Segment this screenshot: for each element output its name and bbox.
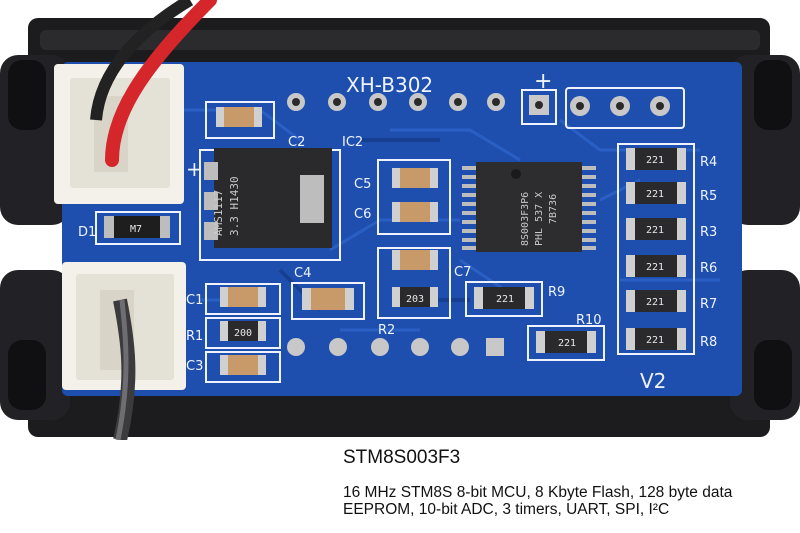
capacitors [205, 101, 451, 383]
label-c1: C1 [186, 293, 203, 308]
mcu-code: 7B736 [548, 194, 559, 224]
plus-sign: + [534, 69, 552, 94]
resistor-code: 221 [646, 189, 664, 200]
voltage-regulator [199, 148, 341, 261]
resistor-code: 221 [646, 297, 664, 308]
resistor-code: 221 [646, 155, 664, 166]
connector-pads-bottom [287, 338, 504, 356]
enclosure [0, 18, 800, 437]
caption-line-2: EEPROM, 10-bit ADC, 3 timers, UART, SPI,… [343, 501, 670, 518]
regulator-marking-1: AMS1117 [212, 190, 225, 236]
label-r8: R8 [700, 335, 717, 350]
label-c4: C4 [294, 266, 311, 281]
label-r2: R2 [378, 323, 395, 338]
polarity-plus: + [186, 157, 203, 181]
resistor-code: 221 [558, 338, 576, 349]
mcu-chip [462, 162, 596, 252]
wires [90, 0, 217, 440]
mcu-marking-1: 8S003F3P6 [520, 192, 531, 246]
connector-label: XH-B302 [346, 73, 433, 97]
label-r1: R1 [186, 329, 203, 344]
component-markings: AMS1117 3.3 H1430 8S003F3P6 PHL 537 X 7B… [130, 155, 664, 349]
label-r5: R5 [700, 189, 717, 204]
label-r6: R6 [700, 261, 717, 276]
label-r9: R9 [548, 285, 565, 300]
label-c2: C2 [288, 135, 305, 150]
diode [95, 211, 181, 245]
caption-title: STM8S003F3 [343, 447, 461, 468]
board-photo: XH-B302 + + C2 IC2 C5 C6 C7 C4 C1 R1 C3 … [0, 0, 800, 440]
silkscreen-labels: XH-B302 + + C2 IC2 C5 C6 C7 C4 C1 R1 C3 … [78, 69, 717, 393]
label-c7: C7 [454, 265, 471, 280]
connector-pads-top [287, 87, 685, 129]
resistor-code: 221 [496, 294, 514, 305]
label-d1: D1 [78, 225, 96, 240]
cap-code: 203 [406, 294, 424, 305]
caption-line-1: 16 MHz STM8S 8-bit MCU, 8 Kbyte Flash, 1… [343, 484, 733, 501]
resistor-code: 221 [646, 225, 664, 236]
label-c6: C6 [354, 207, 371, 222]
label-r7: R7 [700, 297, 717, 312]
diode-marking: M7 [130, 224, 142, 235]
label-ic2: IC2 [342, 135, 363, 150]
label-r4: R4 [700, 155, 717, 170]
resistor-code: 221 [646, 335, 664, 346]
label-r3: R3 [700, 225, 717, 240]
regulator-marking-2: 3.3 H1430 [228, 176, 241, 236]
mcu-marking-2: PHL 537 X [534, 192, 545, 246]
resistor-column [465, 143, 695, 361]
label-c5: C5 [354, 177, 371, 192]
resistor-code-r1: 200 [234, 328, 252, 339]
label-c3: C3 [186, 359, 203, 374]
resistor-code: 221 [646, 262, 664, 273]
label-v2: V2 [640, 369, 666, 393]
label-r10: R10 [576, 313, 602, 328]
